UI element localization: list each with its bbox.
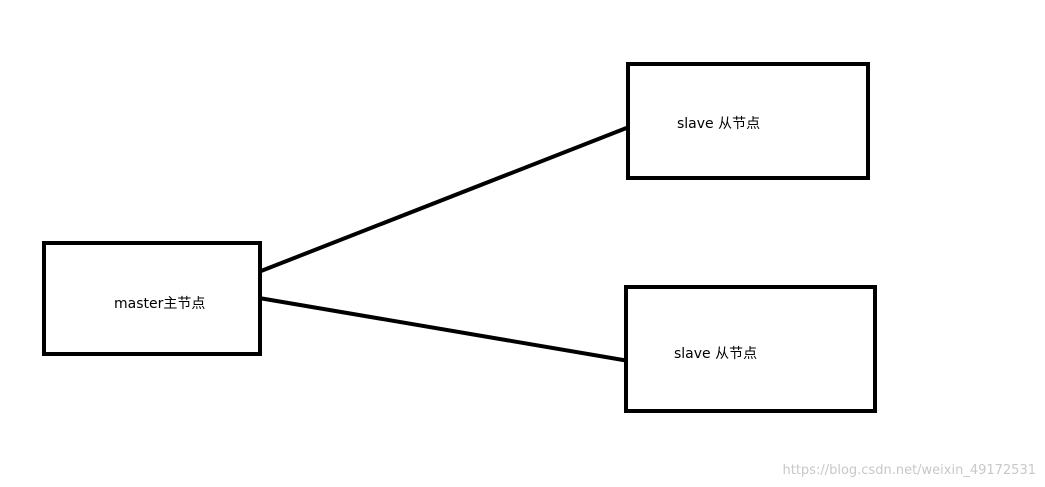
master-node-box <box>42 241 262 356</box>
slave-node-top-label: slave 从节点 <box>677 116 760 132</box>
slave-node-bottom-box <box>624 285 877 413</box>
watermark-text: https://blog.csdn.net/weixin_49172531 <box>782 463 1036 478</box>
connector-master-to-slave-bottom <box>257 296 631 363</box>
slave-node-bottom: slave 从节点 <box>624 285 877 413</box>
master-node: master主节点 <box>42 241 262 356</box>
slave-node-top: slave 从节点 <box>626 62 870 180</box>
master-node-label: master主节点 <box>114 296 205 312</box>
connector-master-to-slave-top <box>259 125 631 273</box>
slave-node-bottom-label: slave 从节点 <box>674 346 757 362</box>
slave-node-top-box <box>626 62 870 180</box>
